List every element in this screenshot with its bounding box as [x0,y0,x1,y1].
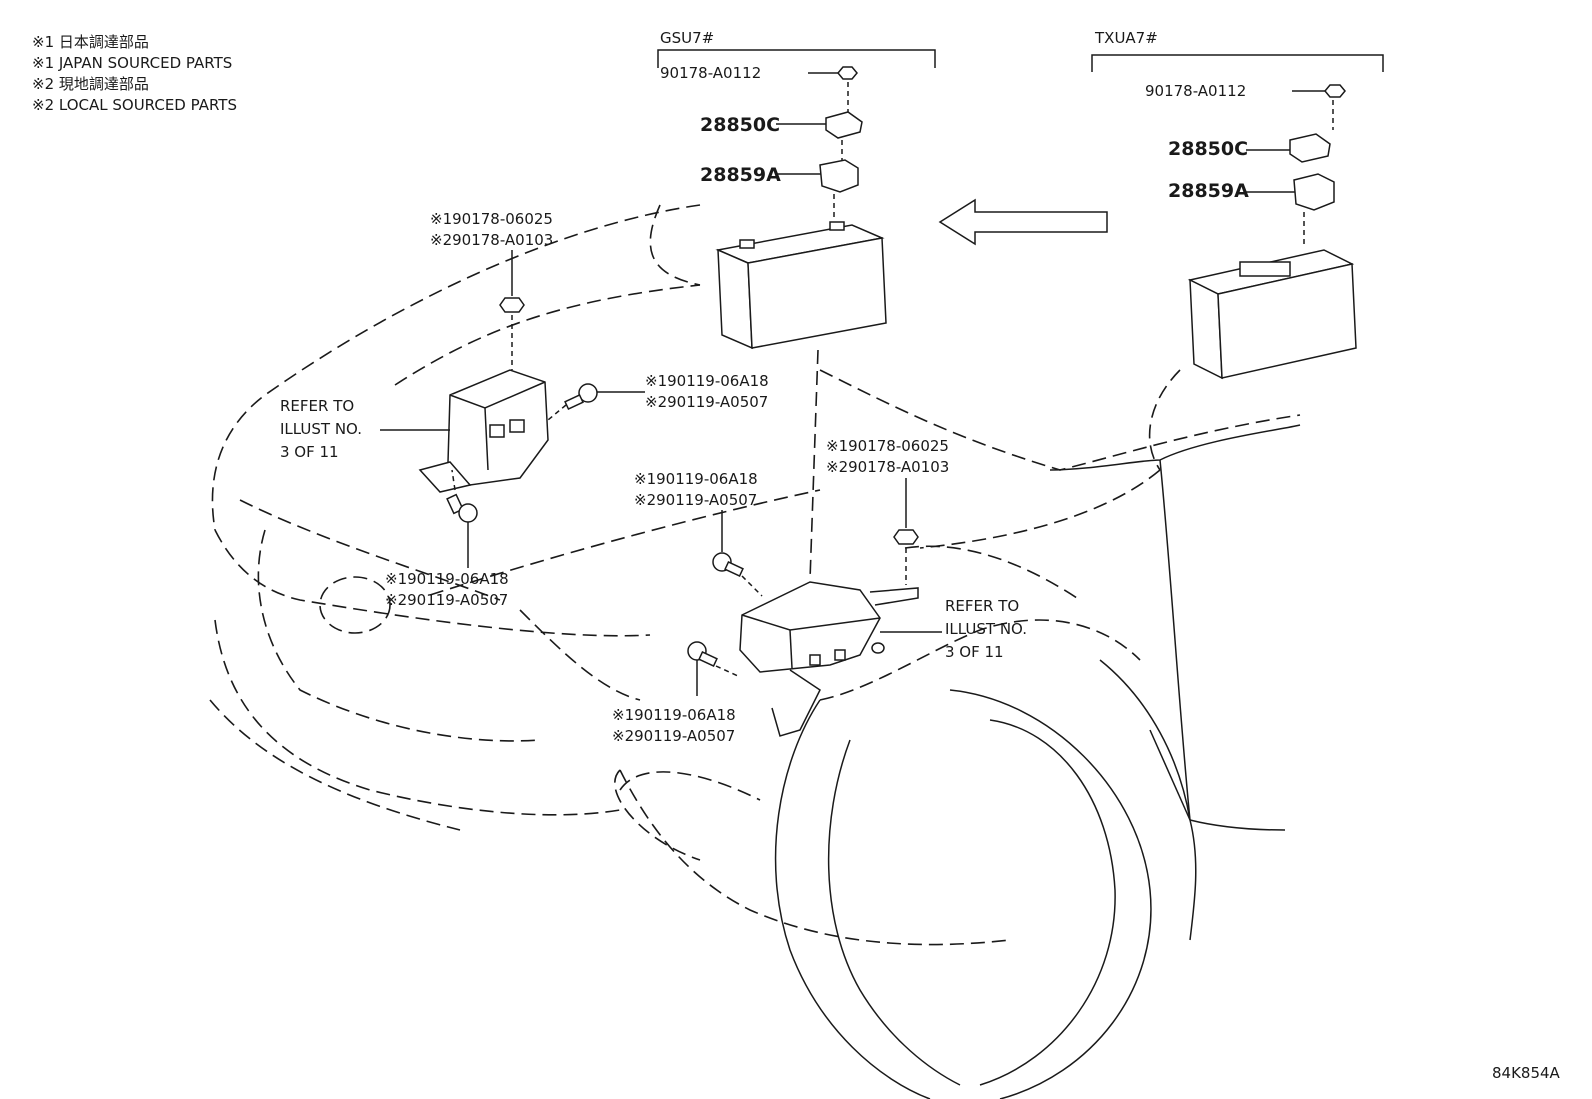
note-2: ※1 JAPAN SOURCED PARTS [32,54,232,72]
right-refer-line-1: REFER TO [945,597,1019,615]
left-lower-bolt-callout-2: ※290119-A0507 [385,591,508,609]
left-lower-bolt-callout-1: ※190119-06A18 [385,570,509,588]
variant-label-txua: TXUA7# [1094,29,1158,47]
gsu-variant-group: GSU7# 90178-A0112 28850C 28859A [657,29,936,581]
txua-bracket-icon [1293,173,1335,211]
left-upper-bolt-icon [564,383,598,411]
left-relay-group: ※190178-06025 ※290178-A0103 REFER TO ILL… [280,210,769,609]
legend-notes: ※1 日本調達部品 ※1 JAPAN SOURCED PARTS ※2 現地調達… [32,33,237,114]
center-junction-block-icon [739,581,919,737]
center-nut-callout-2: ※290178-A0103 [826,458,949,476]
note-3: ※2 現地調達部品 [32,75,149,93]
gsu-nut-partno: 90178-A0112 [660,64,761,82]
vehicle-body-solid [774,424,1301,1099]
txua-nut-icon [1324,84,1346,98]
center-lower-bolt-callout-1: ※190119-06A18 [612,706,736,724]
txua-clamp-icon [1289,133,1331,163]
left-lower-bolt-icon [446,493,478,523]
gsu-bracket-icon [819,159,859,193]
center-nut-callout-1: ※190178-06025 [826,437,949,455]
left-refer-line-3: 3 OF 11 [280,443,339,461]
center-nut-icon [893,529,919,545]
center-upper-bolt-icon [712,552,744,578]
gsu-clamp-icon [825,111,863,139]
txua-clamp-partno: 28850C [1168,138,1248,160]
txua-variant-group: TXUA7# 90178-A0112 28850C 28859A [1091,29,1384,380]
center-lower-bolt-icon [687,641,718,668]
right-refer-line-3: 3 OF 11 [945,643,1004,661]
gsu-bracket-partno: 28859A [700,164,781,186]
center-upper-bolt-callout-1: ※190119-06A18 [634,470,758,488]
arrow-icon [938,198,1108,246]
left-nut-icon [499,297,525,313]
right-refer-line-2: ILLUST NO. [945,620,1027,638]
left-refer-line-1: REFER TO [280,397,354,415]
left-refer-line-2: ILLUST NO. [280,420,362,438]
figure-code: 84K854A [1492,1064,1561,1082]
left-nut-callout-2: ※290178-A0103 [430,231,553,249]
left-nut-callout-1: ※190178-06025 [430,210,553,228]
variant-label-gsu: GSU7# [660,29,714,47]
gsu-clamp-partno: 28850C [700,114,780,136]
note-1: ※1 日本調達部品 [32,33,149,51]
gsu-battery-icon [715,221,887,350]
txua-bracket-partno: 28859A [1168,180,1249,202]
left-upper-bolt-callout-2: ※290119-A0507 [645,393,768,411]
center-junction-group: ※190178-06025 ※290178-A0103 ※190119-06A1… [612,437,1027,745]
txua-nut-partno: 90178-A0112 [1145,82,1246,100]
center-upper-bolt-callout-2: ※290119-A0507 [634,491,757,509]
txua-battery-icon [1187,249,1357,380]
gsu-nut-icon [837,66,858,80]
note-4: ※2 LOCAL SOURCED PARTS [32,96,237,114]
left-relay-block-icon [418,369,549,493]
left-upper-bolt-callout-1: ※190119-06A18 [645,372,769,390]
center-lower-bolt-callout-2: ※290119-A0507 [612,727,735,745]
